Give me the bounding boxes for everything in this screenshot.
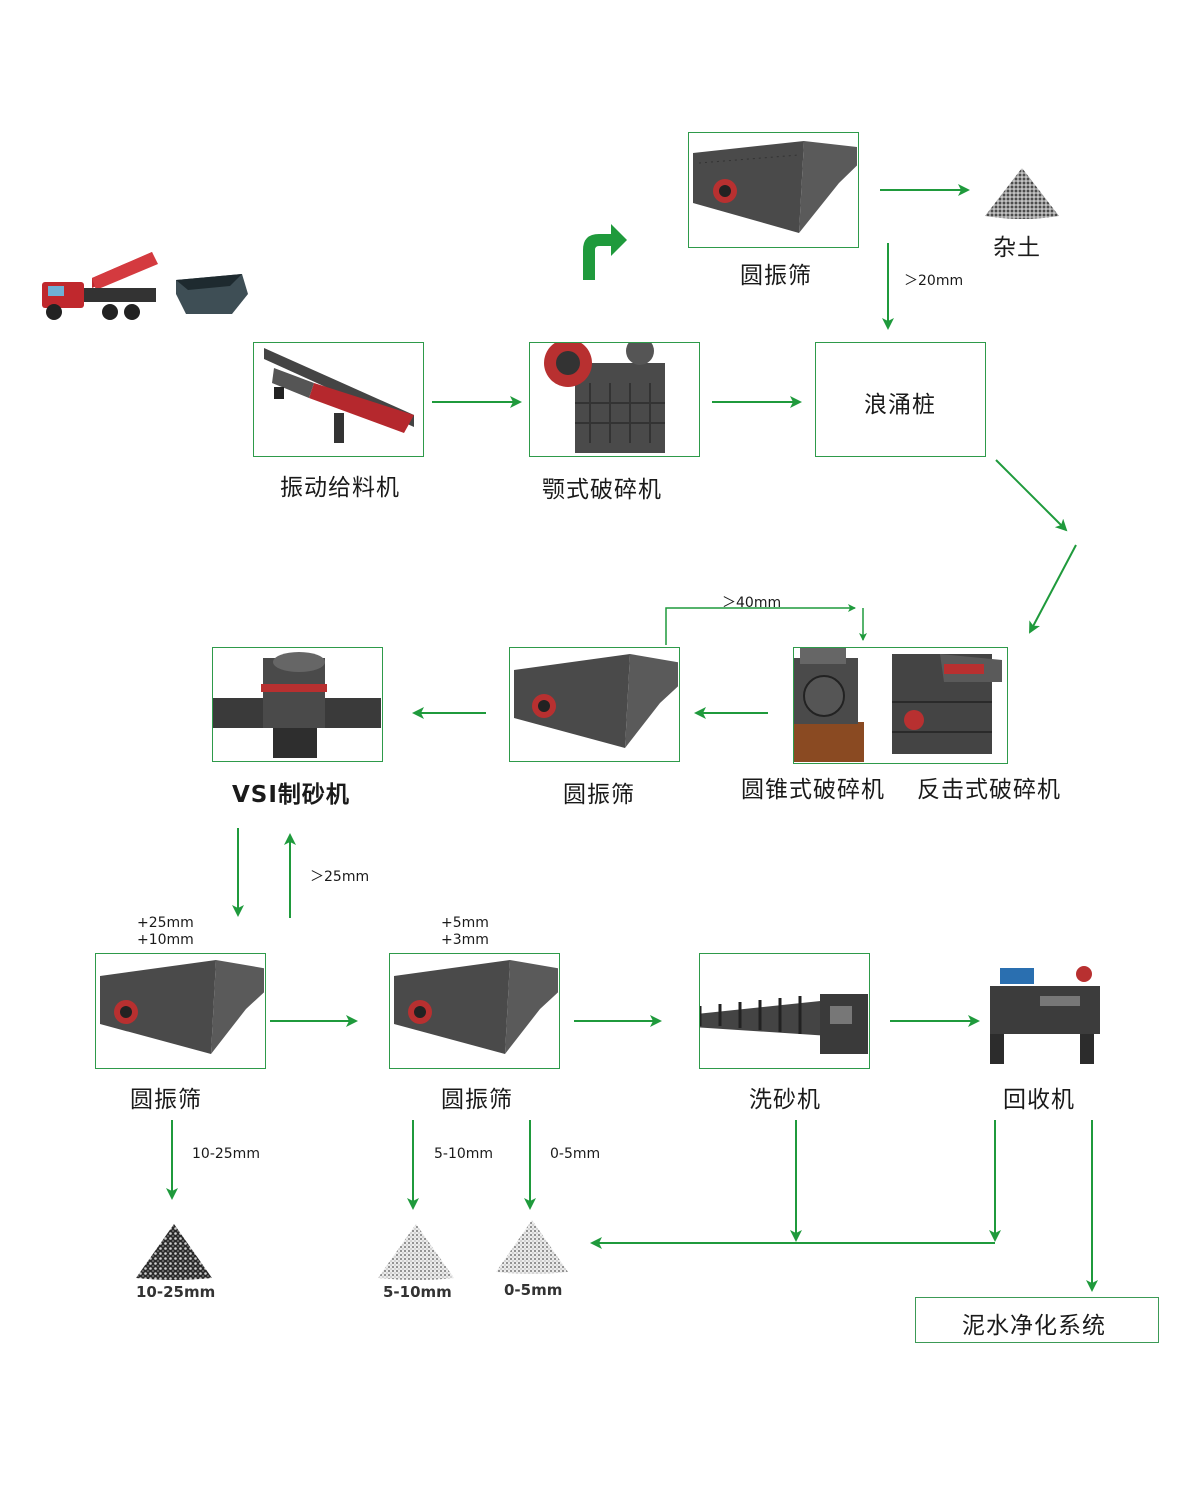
gravel-pile-10-25-icon: [136, 1224, 212, 1280]
out-0-5-label: 0-5mm: [550, 1146, 601, 1162]
left-screen-label: 圆振筛: [130, 1087, 202, 1113]
mid-screen-box: [509, 647, 700, 762]
gt40-label: ＞40mm: [722, 595, 782, 611]
soil-pile-icon: [985, 168, 1059, 219]
sand-pile-5-10-icon: [378, 1224, 454, 1280]
soil-label: 杂土: [993, 235, 1041, 261]
hopper-icon: [176, 274, 248, 314]
vsi-box: [209, 647, 385, 762]
jaw-crusher-box: [529, 337, 700, 457]
dump-truck-icon: [42, 252, 158, 320]
center-screen-mesh-1: +5mm: [441, 915, 489, 931]
circular-screen-icon: [100, 960, 286, 1054]
center-screen-mesh-2: +3mm: [441, 932, 489, 948]
vsi-sand-maker-icon: [209, 652, 385, 758]
arrow-40-return: [665, 604, 856, 645]
circular-screen-icon: [514, 654, 700, 748]
vibrating-feeder-icon: [264, 348, 414, 443]
left-screen-mesh-2: +10mm: [137, 932, 194, 948]
impact-crusher-label: 反击式破碎机: [917, 777, 1061, 803]
recycler-machine-icon: [990, 966, 1100, 1064]
feeder-label: 振动给料机: [280, 475, 400, 501]
gt20-label: ＞20mm: [904, 273, 964, 289]
product-10-25-label: 10-25mm: [136, 1283, 216, 1301]
out-5-10-label: 5-10mm: [434, 1146, 494, 1162]
product-0-5-label: 0-5mm: [504, 1281, 563, 1299]
left-screen-box: [95, 953, 286, 1069]
center-screen-box: [389, 953, 580, 1069]
circular-screen-icon: [394, 960, 580, 1054]
product-5-10-label: 5-10mm: [383, 1283, 452, 1301]
cone-crusher-icon: [784, 644, 864, 762]
feeder-box: [253, 342, 424, 457]
arrow-surge-down: [995, 459, 1068, 532]
circular-screen-icon: [693, 141, 874, 233]
mid-screen-label: 圆振筛: [563, 782, 635, 808]
cone-crusher-label: 圆锥式破碎机: [741, 777, 885, 803]
recycler-label: 回收机: [1003, 1087, 1075, 1113]
sand-washer-box: [678, 953, 870, 1069]
mud-system-box: 泥水净化系统: [915, 1297, 1159, 1343]
jaw-crusher-label: 颚式破碎机: [542, 477, 662, 503]
surge-pile-box: 浪涌桩: [815, 342, 986, 457]
jaw-crusher-icon: [544, 337, 665, 453]
out-10-25-label: 10-25mm: [192, 1146, 260, 1162]
vsi-label: VSI制砂机: [232, 782, 350, 808]
center-screen-label: 圆振筛: [441, 1087, 513, 1113]
spiral-sand-washer-icon: [678, 994, 868, 1054]
sand-washer-label: 洗砂机: [749, 1087, 821, 1113]
top-screen-box: [688, 132, 874, 248]
surge-pile-label: 浪涌桩: [864, 392, 936, 418]
impact-crusher-icon: [892, 654, 1002, 754]
mud-system-label: 泥水净化系统: [962, 1313, 1106, 1339]
gt25-label: ＞25mm: [310, 869, 370, 885]
turn-arrow-icon: [583, 224, 627, 280]
left-screen-mesh-1: +25mm: [137, 915, 194, 931]
arrow-to-crushers: [1029, 544, 1077, 634]
sand-pile-0-5-icon: [496, 1220, 568, 1274]
top-screen-label: 圆振筛: [740, 263, 812, 289]
